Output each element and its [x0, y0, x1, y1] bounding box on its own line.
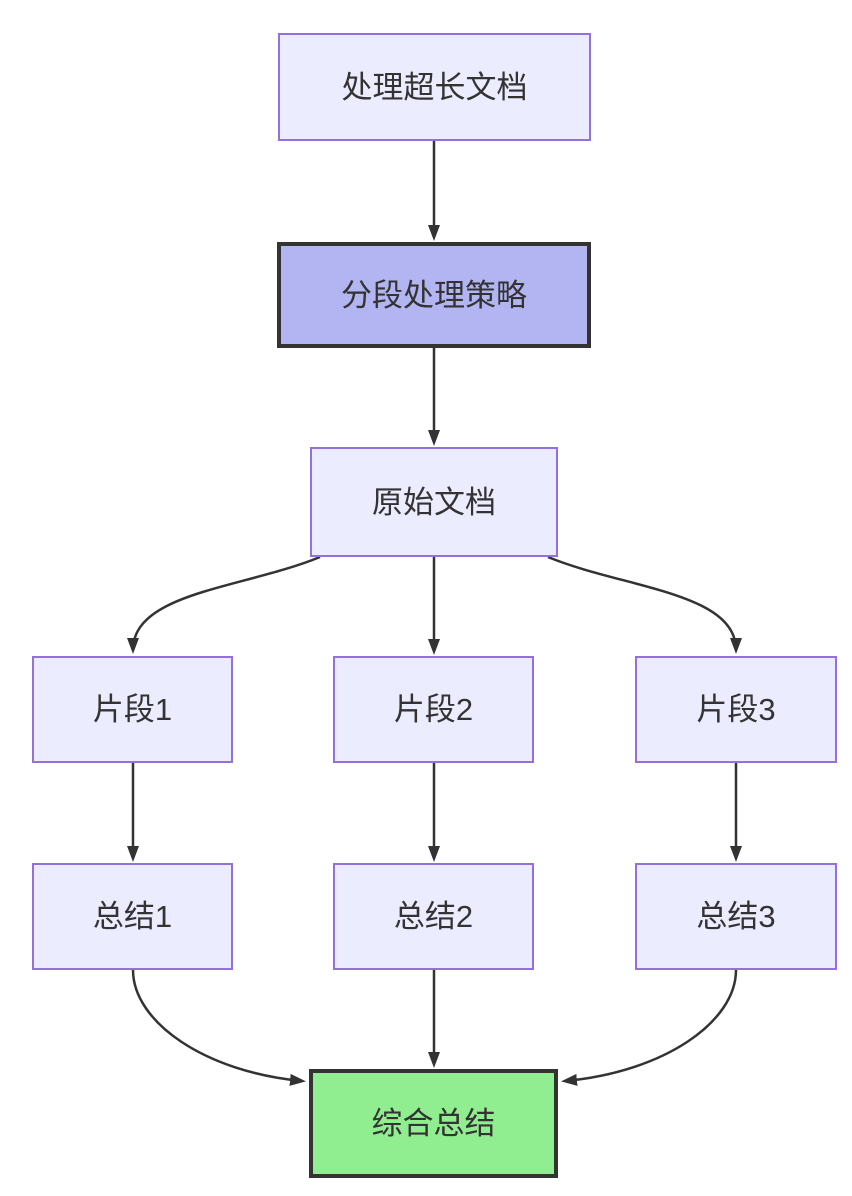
node-fragment-1: 片段1 — [32, 656, 233, 763]
edge-summary1-final — [131, 969, 306, 1086]
node-summary-3: 总结3 — [635, 863, 837, 970]
node-summary-2: 总结2 — [333, 863, 534, 970]
node-process-long-document: 处理超长文档 — [278, 33, 591, 141]
node-original-document: 原始文档 — [310, 447, 558, 557]
edge-summary3-final — [561, 969, 738, 1086]
edge-original-fragment1 — [127, 555, 321, 654]
node-segmentation-strategy: 分段处理策略 — [277, 242, 591, 348]
node-fragment-3: 片段3 — [635, 656, 837, 763]
node-final-summary: 综合总结 — [309, 1069, 558, 1178]
node-fragment-2: 片段2 — [333, 656, 534, 763]
node-summary-1: 总结1 — [32, 863, 233, 970]
edge-original-fragment3 — [547, 555, 742, 654]
